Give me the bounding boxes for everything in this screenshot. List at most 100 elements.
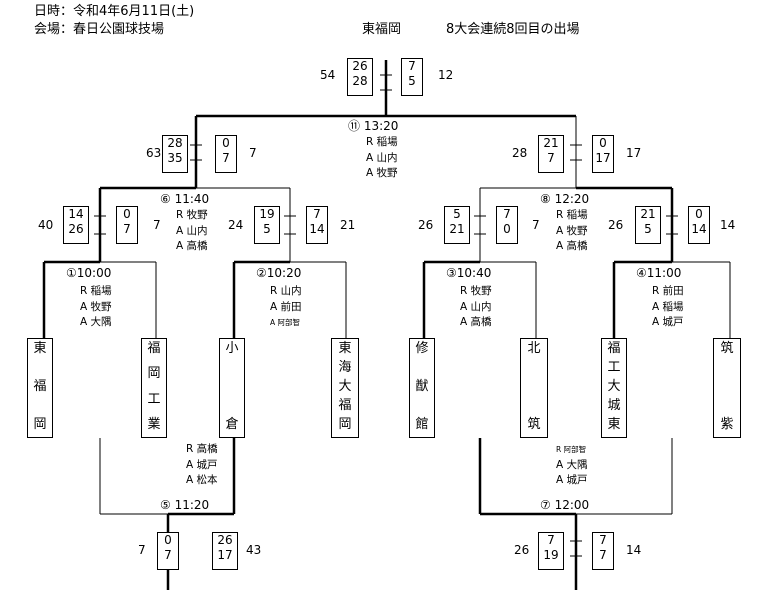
m8-right-opp-h1: 0: [695, 207, 703, 221]
m8-left-h2: 21: [449, 222, 465, 236]
team-char: 大: [607, 379, 621, 394]
m8-right-opp-h2: 14: [691, 222, 707, 236]
team-char: 福: [338, 398, 352, 413]
m11-right-opp-total: 17: [626, 146, 642, 160]
m6-right-halves: 19 5: [254, 206, 280, 244]
match11-assistant1: A 山内: [366, 151, 398, 164]
featured-team: 東福岡: [362, 22, 402, 37]
team-char: 小: [225, 341, 239, 356]
match4-assistant1: A 稲場: [652, 300, 684, 313]
match2-referees: R 山内 A 前田 A 阿部智: [270, 284, 302, 331]
match6-label: ⑥ 11:40: [160, 192, 210, 206]
match6-assistant2: A 高橋: [176, 240, 208, 252]
match5-referees: R 高橋 A 城戸 A 松本: [186, 442, 218, 489]
match3-assistant2: A 高橋: [460, 316, 492, 328]
m6-left-opp-h1: 0: [123, 207, 131, 221]
m6-left-opp: 0 7: [116, 206, 138, 244]
team-char: 倉: [225, 417, 239, 432]
team-char: 福: [607, 341, 621, 356]
m11-right-opp: 0 17: [592, 135, 614, 173]
match5-assistant2: A 松本: [186, 474, 218, 486]
m6-right-opp-h2: 14: [309, 222, 325, 236]
m6-left-opp-total: 7: [153, 218, 161, 232]
venue-line: 会場：春日公園球技場: [34, 22, 165, 37]
m5-right-h1: 26: [217, 533, 233, 547]
m6-right-opp-h1: 7: [313, 207, 321, 221]
match2-label: ②10:20: [256, 266, 302, 280]
m11-left-h1: 28: [167, 136, 183, 150]
team-shuyukan: 修 猷 館: [409, 338, 435, 438]
m11-left-opp-h2: 7: [222, 151, 230, 165]
m11-left-opp-total: 7: [249, 146, 257, 160]
m6-left-h2: 26: [68, 222, 84, 236]
m6-right-opp: 7 14: [306, 206, 328, 244]
match4-referees: R 前田 A 稲場 A 城戸: [652, 284, 684, 331]
m11-right-halves: 21 7: [538, 135, 564, 173]
team-char: 東: [33, 341, 47, 356]
m6-right-h1: 19: [259, 207, 275, 221]
appearance-note: 8大会連続8回目の出場: [446, 22, 580, 37]
m6-left-halves: 14 26: [63, 206, 89, 244]
team-char: 岡: [147, 366, 161, 382]
m7-right-halves: 7 7: [592, 532, 614, 570]
m5-right-total: 43: [246, 543, 262, 557]
m8-left-opp-h1: 7: [503, 207, 511, 221]
m8-right-opp-total: 14: [720, 218, 736, 232]
team-char: 筑: [720, 341, 734, 356]
m5-left-total: 7: [138, 543, 146, 557]
m11-left-h2: 35: [167, 151, 183, 165]
team-char: 工: [147, 391, 161, 407]
m6-right-total: 24: [228, 218, 244, 232]
m5-right-h2: 17: [217, 548, 233, 562]
m11-left-opp-h1: 0: [222, 136, 230, 150]
m11-left-halves: 28 35: [162, 135, 188, 173]
match8-assistant1: A 牧野: [556, 224, 588, 237]
team-char: 紫: [720, 417, 734, 432]
m7-right-h1: 7: [599, 533, 607, 547]
team-fukkodai-joto: 福 工 大 城 東: [601, 338, 627, 438]
match3-label: ③10:40: [446, 266, 492, 280]
m11-right-opp-h1: 0: [599, 136, 607, 150]
m11-right-h1: 21: [543, 136, 559, 150]
match7-label: ⑦ 12:00: [540, 498, 590, 512]
match11-label: ⑪ 13:20: [348, 119, 399, 133]
m8-right-halves: 21 5: [635, 206, 661, 244]
team-char: 工: [607, 360, 621, 375]
m6-left-total: 40: [38, 218, 54, 232]
match4-referee: R 前田: [652, 285, 684, 297]
team-char: 城: [607, 398, 621, 413]
m7-left-h1: 7: [547, 533, 555, 547]
match2-assistant1: A 前田: [270, 300, 302, 313]
match8-assistant2: A 高橋: [556, 240, 588, 252]
m7-left-h2: 19: [543, 548, 559, 562]
match3-referee: R 牧野: [460, 285, 492, 297]
team-char: 北: [527, 341, 541, 356]
match2-assistant2: A 阿部智: [270, 318, 301, 327]
team-char: 福: [147, 341, 161, 356]
match1-assistant1: A 牧野: [80, 300, 112, 313]
m7-left-total: 26: [514, 543, 530, 557]
team-char: 岡: [338, 417, 352, 432]
match2-referee: R 山内: [270, 285, 302, 297]
date-line: 日時：令和4年6月11日(土): [34, 4, 195, 19]
m8-left-opp-h2: 0: [503, 222, 511, 236]
team-char: 修: [415, 341, 429, 356]
team-hokuchiku: 北 筑: [520, 338, 548, 438]
final-right-halves: 7 5: [401, 58, 423, 96]
m6-left-h1: 14: [68, 207, 84, 221]
match4-label: ④11:00: [636, 266, 682, 280]
final-left-half2: 28: [352, 74, 368, 88]
match8-referee: R 稲場: [556, 209, 588, 221]
m5-left-h2: 7: [164, 548, 172, 562]
match11-assistant2: A 牧野: [366, 167, 398, 179]
m8-left-halves: 5 21: [444, 206, 470, 244]
match5-referee: R 高橋: [186, 443, 218, 455]
m8-left-total: 26: [418, 218, 434, 232]
team-fukuoka-kogyo: 福 岡 工 業: [141, 338, 167, 438]
m7-right-total: 14: [626, 543, 642, 557]
final-left-half1: 26: [352, 59, 368, 73]
match1-referees: R 稲場 A 牧野 A 大隅: [80, 284, 112, 331]
m8-left-opp-total: 7: [532, 218, 540, 232]
match1-label: ①10:00: [66, 266, 112, 280]
